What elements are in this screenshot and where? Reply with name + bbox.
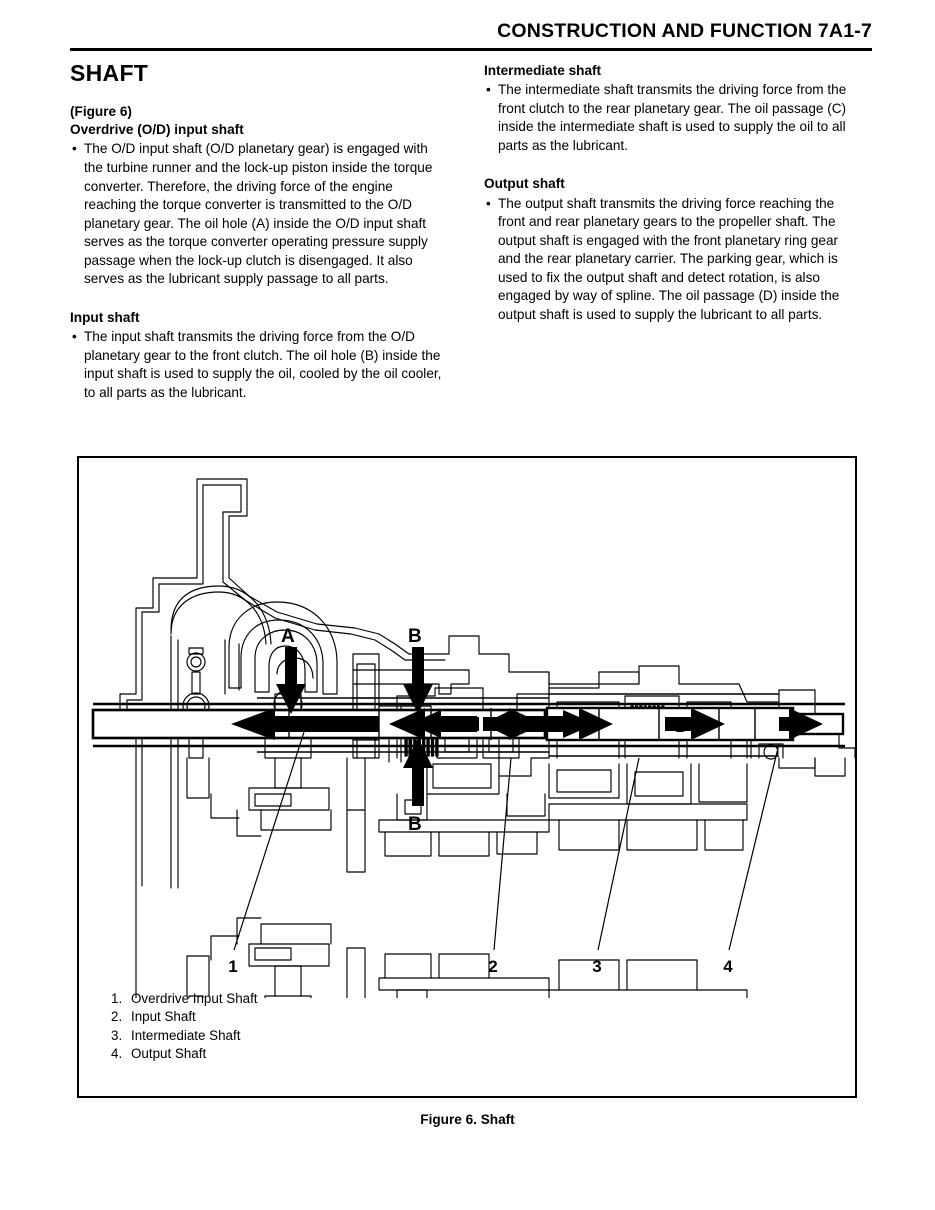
legend-item: 2. Input Shaft — [111, 1008, 258, 1026]
callout-number-group: 1 2 3 4 — [228, 957, 733, 976]
heading-intermediate-shaft: Intermediate shaft — [484, 63, 602, 78]
bullet-marker-icon: • — [72, 141, 77, 157]
bullet-marker-icon: • — [486, 82, 491, 98]
legend-label: Output Shaft — [131, 1046, 207, 1062]
paragraph-overdrive-input-shaft-text: The O/D input shaft (O/D planetary gear)… — [84, 141, 433, 287]
passage-label-d: D — [675, 716, 689, 737]
paragraph-input-shaft: • The input shaft transmits the driving … — [70, 328, 445, 402]
heading-input-shaft: Input shaft — [70, 309, 140, 325]
legend-number: 4. — [111, 1046, 123, 1062]
passage-label-b-upper: B — [408, 626, 422, 647]
header-divider-rule — [70, 48, 872, 51]
legend-item: 1. Overdrive Input Shaft — [111, 990, 258, 1008]
flow-arrow-set — [237, 708, 823, 740]
paragraph-input-shaft-text: The input shaft transmits the driving fo… — [84, 328, 442, 400]
paragraph-output-shaft: • The output shaft transmits the driving… — [484, 195, 859, 325]
passage-label-a: A — [281, 626, 295, 647]
legend-number: 2. — [111, 1009, 123, 1025]
paragraph-intermediate-shaft-text: The intermediate shaft transmits the dri… — [498, 82, 847, 153]
vertical-passage-arrows — [276, 647, 433, 806]
left-column: SHAFT (Figure 6) Overdrive (O/D) input s… — [70, 62, 445, 402]
transmission-cross-section-diagram: A B B C D 1 2 3 4 — [79, 458, 859, 998]
callout-number-4: 4 — [723, 957, 733, 976]
heading-overdrive-input-shaft: Overdrive (O/D) input shaft — [70, 122, 244, 138]
callout-number-3: 3 — [592, 957, 601, 976]
page-header: CONSTRUCTION AND FUNCTION 7A1-7 — [70, 20, 872, 54]
legend-label: Input Shaft — [131, 1009, 196, 1025]
legend-item: 4. Output Shaft — [111, 1045, 258, 1063]
paragraph-intermediate-shaft: • The intermediate shaft transmits the d… — [484, 81, 859, 155]
right-column: Intermediate shaft • The intermediate sh… — [484, 62, 859, 324]
paragraph-output-shaft-text: The output shaft transmits the driving f… — [498, 195, 840, 322]
page-title: SHAFT — [70, 60, 149, 86]
legend-label: Overdrive Input Shaft — [131, 991, 258, 1006]
figure-caption: Figure 6. Shaft — [420, 1112, 515, 1127]
paragraph-overdrive-input-shaft: • The O/D input shaft (O/D planetary gea… — [70, 140, 445, 288]
figure-frame: A B B C D 1 2 3 4 1.Overdrive I — [77, 456, 857, 1098]
heading-output-shaft: Output shaft — [484, 176, 565, 192]
legend-label: Intermediate Shaft — [131, 1027, 241, 1043]
bullet-marker-icon: • — [72, 328, 77, 344]
legend-number: 3. — [111, 1027, 123, 1043]
figure-legend: 1. Overdrive Input Shaft 2. Input Shaft 3.… — [111, 990, 258, 1063]
bullet-marker-icon: • — [486, 195, 491, 211]
callout-number-1: 1 — [228, 957, 237, 976]
page-header-title: CONSTRUCTION AND FUNCTION 7A1-7 — [497, 20, 872, 42]
transmission-cutaway-svg: A B B C D 1 2 3 4 — [91, 478, 856, 998]
callout-number-2: 2 — [488, 957, 497, 976]
figure-reference: (Figure 6) — [70, 104, 132, 119]
callout-leader-lines — [233, 731, 780, 951]
passage-label-b-lower: B — [408, 814, 422, 835]
oil-passage-label-group: A B B C D — [281, 626, 689, 835]
legend-item: 3. Intermediate Shaft — [111, 1027, 258, 1045]
passage-label-c: C — [463, 716, 477, 737]
legend-number: 1. — [111, 991, 123, 1006]
